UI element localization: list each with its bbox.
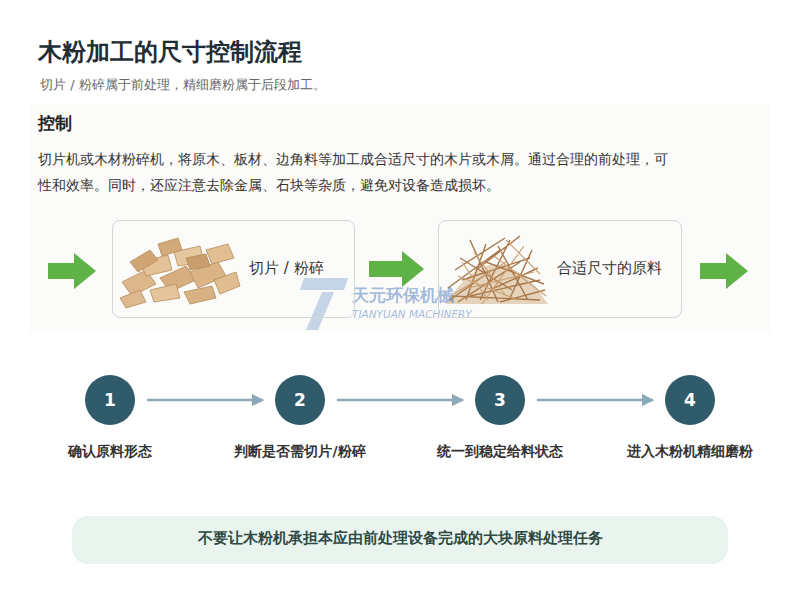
step-number: 3 xyxy=(475,375,525,425)
wood-chips xyxy=(214,272,240,294)
step-number: 2 xyxy=(275,375,325,425)
step-label: 统一到稳定给料状态 xyxy=(375,443,625,461)
step-label: 判断是否需切片/粉碎 xyxy=(175,443,425,461)
wood-chips xyxy=(158,238,182,256)
block-arrow xyxy=(369,251,424,287)
note-text: 不要让木粉机承担本应由前处理设备完成的大块原料处理任务 xyxy=(72,529,728,548)
wood-chips xyxy=(206,244,234,264)
step-circle: 4进入木粉机精细磨粉 xyxy=(665,375,715,425)
flow-arrow xyxy=(337,399,463,402)
wood-chips xyxy=(120,238,240,308)
wood-chips xyxy=(184,286,216,304)
step-number: 4 xyxy=(665,375,715,425)
sawdust-pile xyxy=(448,236,545,302)
flow-arrow xyxy=(147,399,263,402)
sawdust-pile xyxy=(446,236,548,304)
process-box: 切片 / 粉碎 xyxy=(112,220,355,318)
note-band: 不要让木粉机承担本应由前处理设备完成的大块原料处理任务 xyxy=(72,516,728,564)
watermark-logo xyxy=(300,278,348,330)
step-circle: 1确认原料形态 xyxy=(85,375,135,425)
wood-chips xyxy=(150,284,180,302)
body-text: 性和效率。同时，还应注意去除金属、石块等杂质，避免对设备造成损坏。 xyxy=(38,177,500,195)
watermark-logo xyxy=(300,278,348,290)
step-label: 进入木粉机精细磨粉 xyxy=(565,443,800,461)
box-label: 合适尺寸的原料 xyxy=(557,259,662,278)
subtitle: 切片 / 粉碎属于前处理，精细磨粉属于后段加工。 xyxy=(40,76,326,94)
sawdust-pile xyxy=(454,240,546,304)
wood-chips xyxy=(186,254,210,270)
wood-chips xyxy=(130,250,158,272)
step-label: 确认原料形态 xyxy=(0,443,235,461)
watermark: TIANYUAN MACHINERY xyxy=(352,308,472,320)
title: 木粉加工的尺寸控制流程 xyxy=(38,36,302,68)
box-label: 切片 / 粉碎 xyxy=(249,259,324,278)
step-circle: 3统一到稳定给料状态 xyxy=(475,375,525,425)
step-circle: 2判断是否需切片/粉碎 xyxy=(275,375,325,425)
body-text: 切片机或木材粉碎机，将原木、板材、边角料等加工成合适尺寸的木片或木屑。通过合理的… xyxy=(38,151,668,169)
process-box: 合适尺寸的原料 xyxy=(438,220,682,318)
section-heading: 控制 xyxy=(38,112,72,135)
step-number: 1 xyxy=(85,375,135,425)
flow-arrow xyxy=(537,399,653,402)
wood-chips xyxy=(120,290,146,308)
green-arrow xyxy=(48,253,96,289)
green-arrow xyxy=(700,253,748,289)
screenshot-panel xyxy=(30,104,770,332)
watermark-logo xyxy=(306,292,334,330)
